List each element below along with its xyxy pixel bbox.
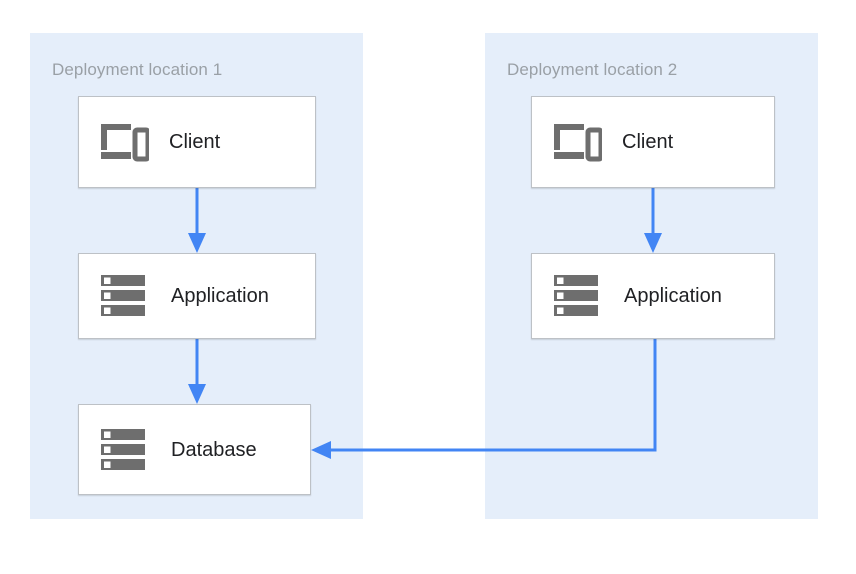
node-label-client-1: Client [169, 131, 221, 153]
server-stack-icon [99, 427, 149, 473]
node-application-2[interactable]: Application [531, 253, 775, 339]
client-devices-icon [550, 120, 602, 164]
server-stack-icon [99, 273, 149, 319]
server-stack-icon [552, 273, 602, 319]
node-label-client-2: Client [622, 131, 674, 153]
node-label-database-1: Database [171, 438, 257, 461]
node-application-1[interactable]: Application [78, 253, 316, 339]
node-client-1[interactable]: Client [78, 96, 316, 188]
node-label-application-2: Application [624, 285, 722, 307]
node-database-1[interactable]: Database [78, 404, 311, 495]
client-devices-icon [97, 120, 149, 164]
zone-label-deployment-location-1: Deployment location 1 [52, 60, 223, 79]
node-client-2[interactable]: Client [531, 96, 775, 188]
zone-label-deployment-location-2: Deployment location 2 [507, 60, 678, 79]
node-label-application-1: Application [171, 285, 269, 307]
